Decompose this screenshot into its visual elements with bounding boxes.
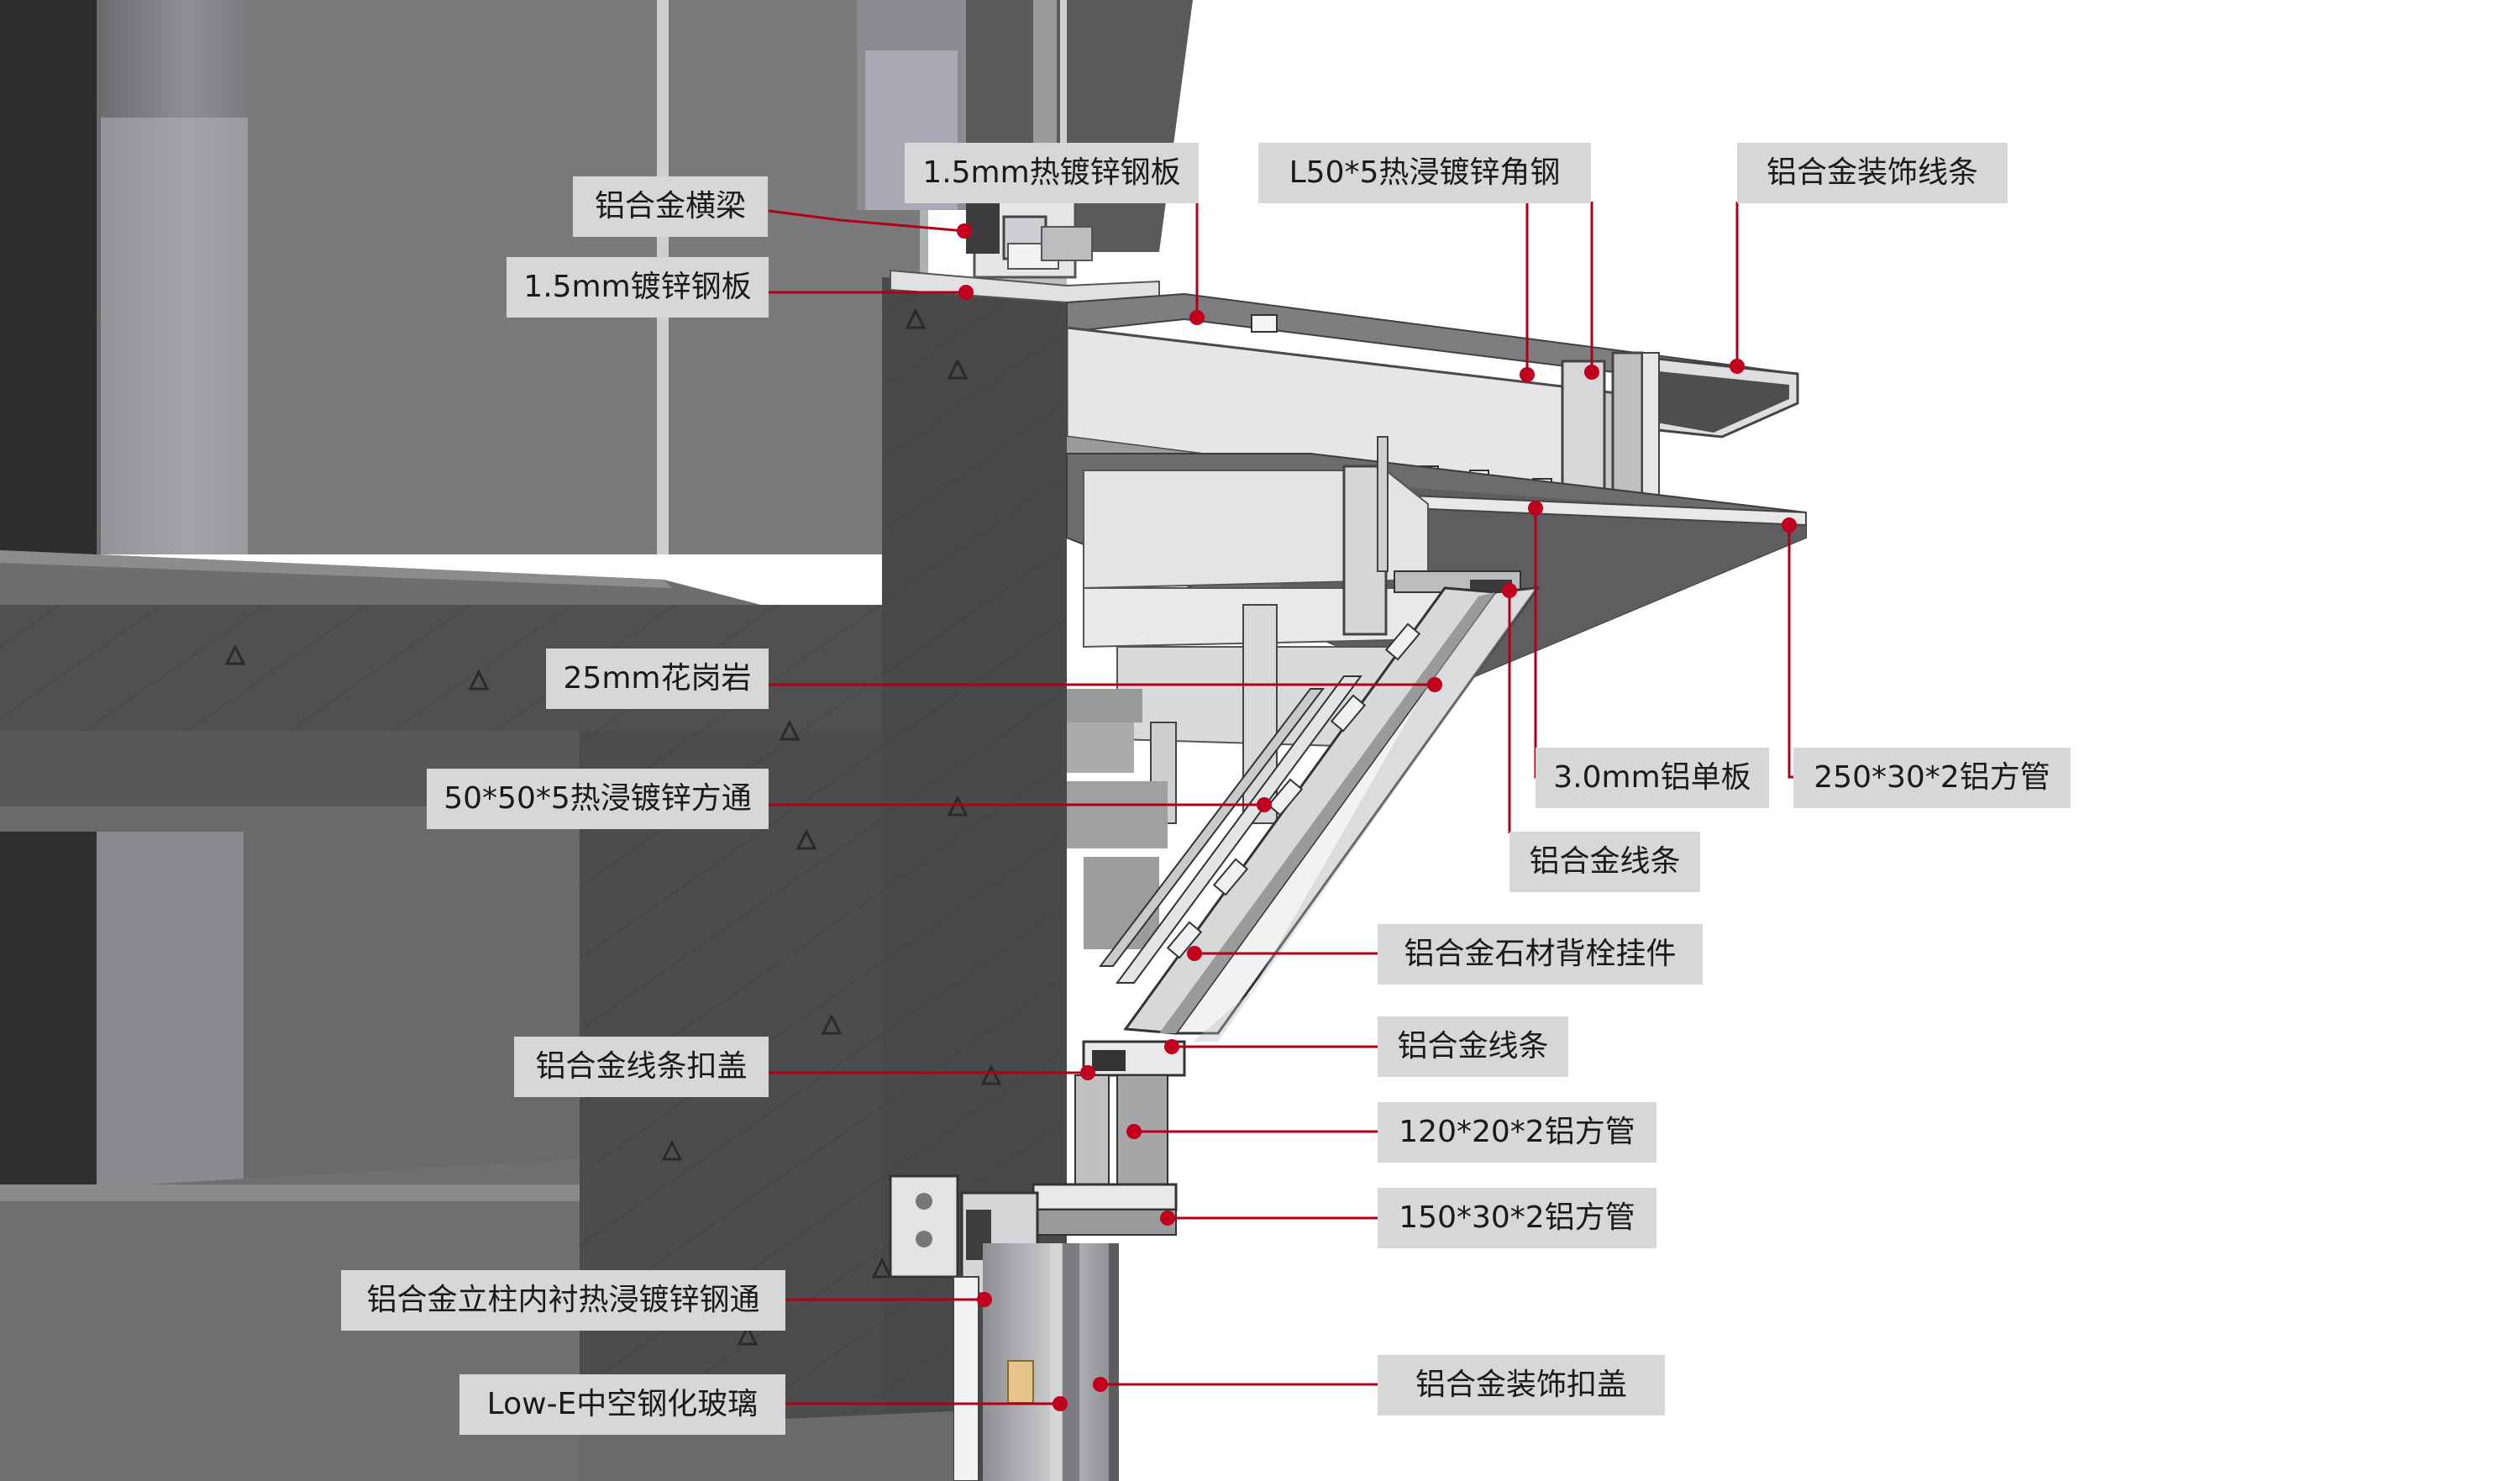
label-galv-plate: 1.5mm镀锌钢板 [507,257,769,318]
label-al-tube-120: 120*20*2铝方管 [1378,1102,1656,1163]
label-granite: 25mm花岗岩 [546,649,769,709]
label-al-crossbeam: 铝合金横梁 [573,176,768,237]
lower-cantilever [1066,436,1807,949]
label-al-deco-strip: 铝合金装饰线条 [1737,143,2008,203]
label-angle-steel: L50*5热浸镀锌角钢 [1258,143,1591,203]
label-square-tube: 50*50*5热浸镀锌方通 [427,769,769,829]
label-al-panel: 3.0mm铝单板 [1536,748,1769,808]
label-deco-cover: 铝合金装饰扣盖 [1378,1355,1665,1415]
label-al-strip-2: 铝合金线条 [1378,1016,1568,1077]
diagonal-stone-band [1098,586,1541,1042]
label-strip-cover: 铝合金线条扣盖 [514,1037,769,1097]
label-al-tube-250: 250*30*2铝方管 [1793,748,2071,808]
label-hot-galv-plate: 1.5mm热镀锌钢板 [905,143,1199,203]
leader-lines [768,202,1793,1405]
label-back-bolt: 铝合金石材背栓挂件 [1378,924,1703,985]
label-lowe-glass: Low-E中空钢化玻璃 [459,1374,785,1435]
label-al-strip-1: 铝合金线条 [1509,832,1700,892]
leader-dots [957,223,1797,1411]
label-mullion-liner: 铝合金立柱内衬热浸镀锌钢通 [341,1270,785,1331]
label-al-tube-150: 150*30*2铝方管 [1378,1188,1656,1248]
